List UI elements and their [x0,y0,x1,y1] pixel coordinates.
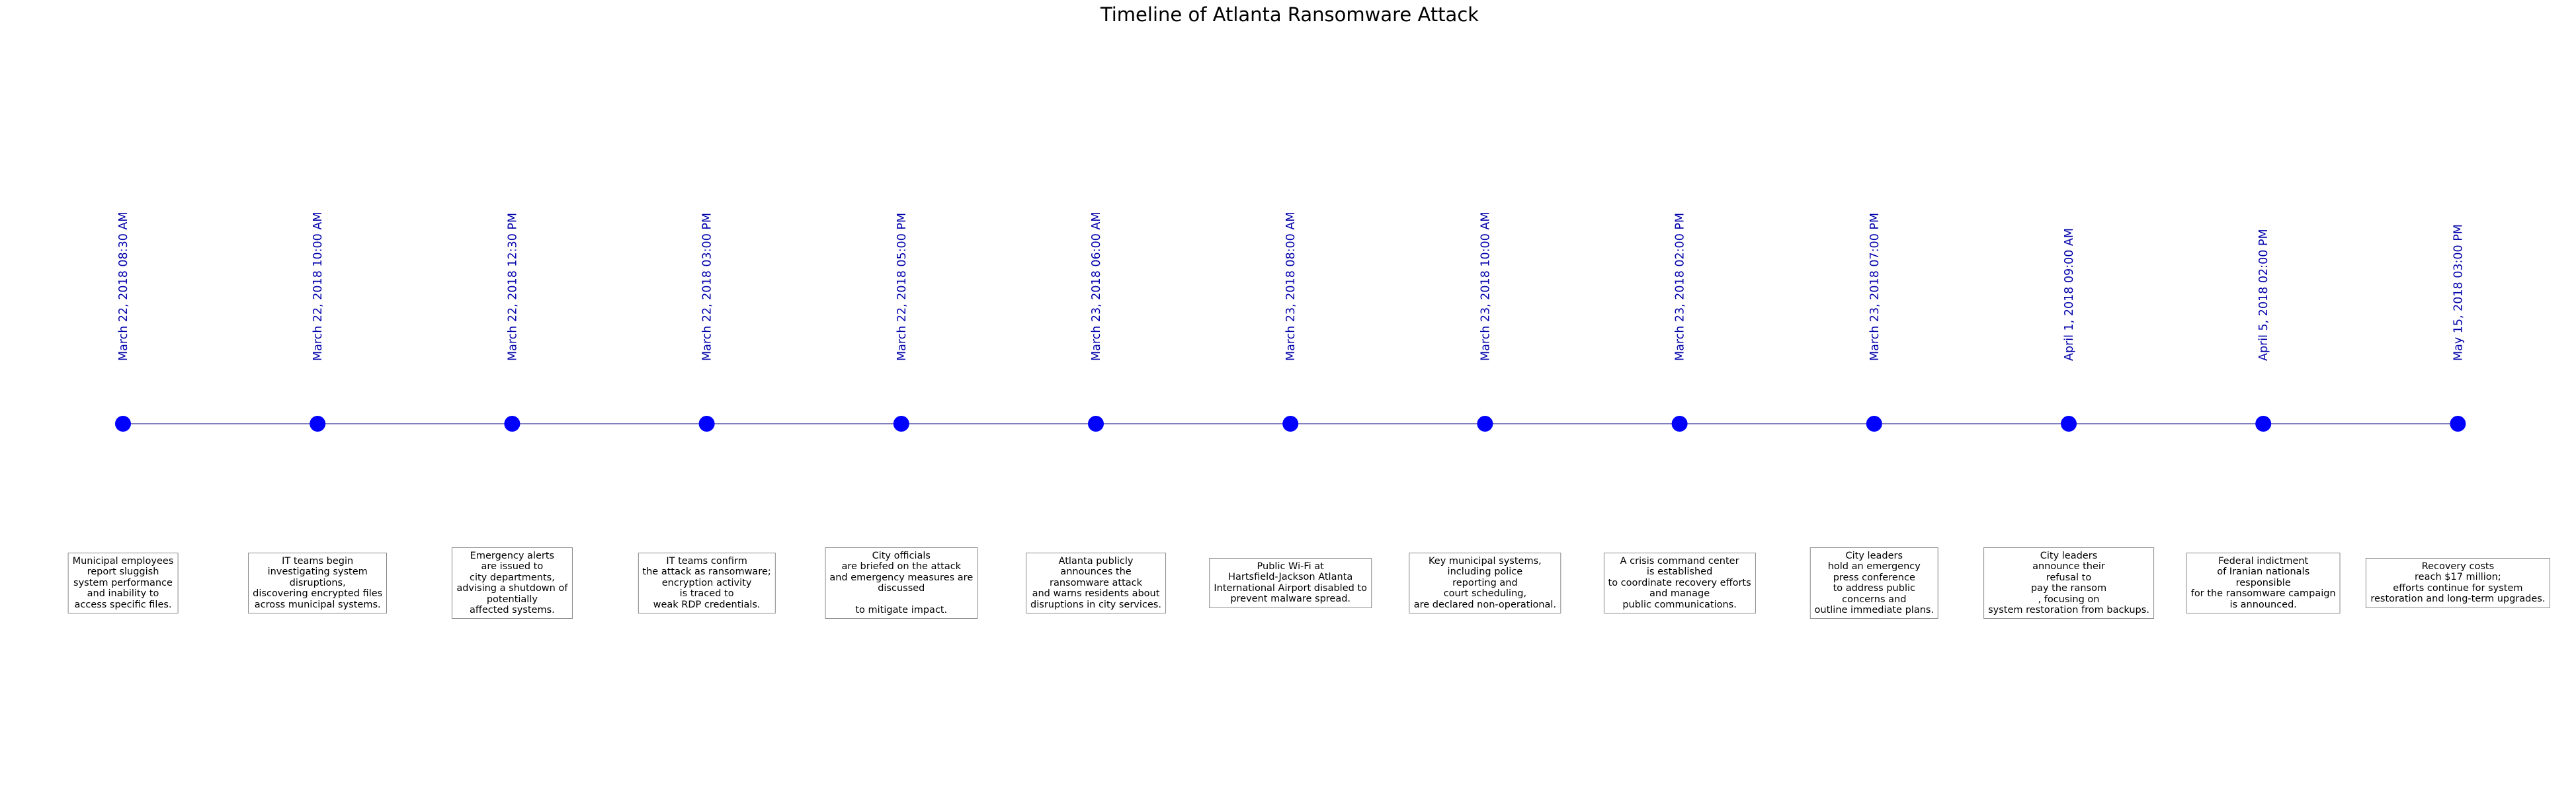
event-description-box: IT teams begin investigating system disr… [248,553,388,614]
event-marker [115,416,131,432]
event-marker [1282,416,1299,432]
event-description-box: Public Wi-Fi at Hartsfield-Jackson Atlan… [1209,558,1372,608]
event-marker [2255,416,2272,432]
event-marker [1088,416,1104,432]
event-marker [504,416,520,432]
event-date-label: March 22, 2018 05:00 PM [895,213,909,361]
event-date-label: March 23, 2018 07:00 PM [1868,213,1882,361]
event-date-label: March 23, 2018 02:00 PM [1674,213,1687,361]
event-description-box: Emergency alerts are issued to city depa… [452,547,573,619]
event-description-box: City officials are briefed on the attack… [825,547,978,619]
event-marker [1477,416,1493,432]
event-marker [2450,416,2466,432]
event-date-label: March 22, 2018 03:00 PM [701,213,714,361]
chart-title: Timeline of Atlanta Ransomware Attack [1100,3,1479,26]
timeline-marks: March 22, 2018 08:30 AM March 22, 2018 10… [115,212,2466,432]
event-description-box: City leaders hold an emergency press con… [1809,547,1939,619]
event-description-box: City leaders announce their refusal to p… [1983,547,2154,619]
event-description-box: Recovery costs reach $17 million; effort… [2366,558,2550,608]
event-description-box: IT teams confirm the attack as ransomwar… [638,553,776,614]
event-marker [893,416,909,432]
event-date-label: May 15, 2018 03:00 PM [2452,224,2465,361]
event-marker [698,416,715,432]
event-marker [310,416,326,432]
event-marker [1866,416,1882,432]
event-description-box: Key municipal systems, including police … [1409,553,1561,614]
event-description-box: A crisis command center is established t… [1603,553,1756,614]
event-date-label: March 22, 2018 08:30 AM [117,212,130,361]
event-date-label: March 22, 2018 10:00 AM [312,212,325,361]
event-marker [2061,416,2077,432]
event-date-label: March 23, 2018 08:00 AM [1284,212,1298,361]
event-date-label: March 23, 2018 06:00 AM [1090,212,1103,361]
event-description-box: Municipal employees report sluggish syst… [67,553,179,614]
event-date-label: March 22, 2018 12:30 PM [506,213,519,361]
event-date-label: March 23, 2018 10:00 AM [1479,212,1492,361]
event-description-box: Atlanta publicly announces the ransomwar… [1026,553,1166,614]
event-marker [1671,416,1688,432]
event-date-label: April 1, 2018 09:00 AM [2063,228,2076,361]
event-date-label: April 5, 2018 02:00 PM [2257,229,2270,361]
event-description-box: Federal indictment of Iranian nationals … [2186,553,2341,614]
